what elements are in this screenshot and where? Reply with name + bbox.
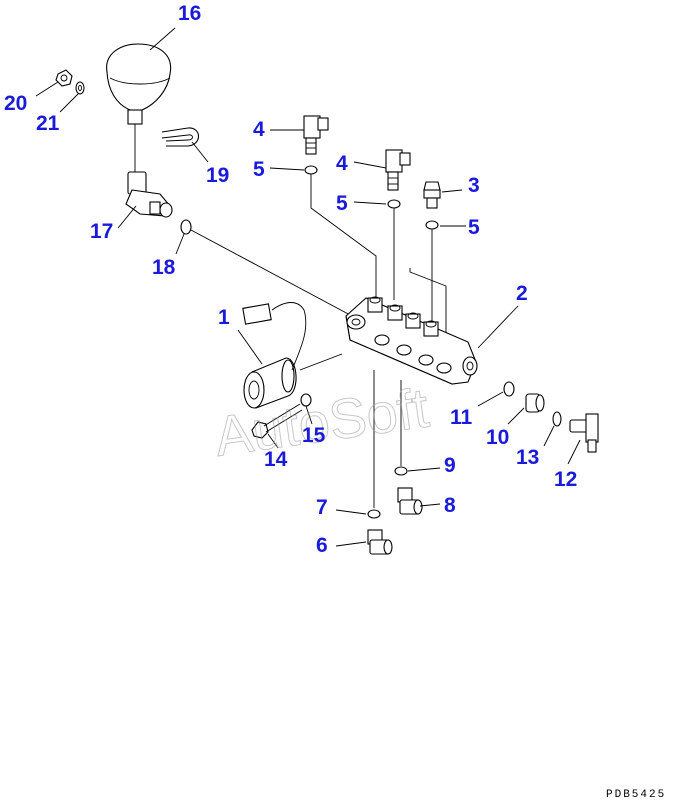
o-ring-18	[180, 219, 192, 235]
callout-14: 14	[264, 448, 288, 471]
callout-2: 2	[516, 282, 528, 305]
o-ring-7	[367, 509, 381, 519]
callout-6: 6	[316, 534, 328, 557]
bolt-14	[251, 403, 303, 439]
nut-20	[55, 69, 73, 87]
callout-4-lower: 4	[336, 152, 348, 175]
callout-20: 20	[4, 92, 27, 115]
callout-17: 17	[90, 220, 113, 243]
fitting-6	[367, 529, 393, 555]
washer-21	[75, 81, 85, 95]
o-ring-11	[503, 381, 515, 397]
callout-5-middle: 5	[336, 192, 348, 215]
callout-21: 21	[36, 112, 60, 135]
u-clip-19	[161, 127, 200, 147]
drawing-code: PDB5425	[606, 789, 666, 801]
assembly-lines	[190, 174, 447, 508]
plug-10	[525, 393, 545, 413]
callout-5-right: 5	[468, 216, 480, 239]
fitting-17	[125, 171, 173, 218]
fitting-8	[397, 487, 423, 515]
callout-10: 10	[486, 426, 509, 449]
o-ring-5-a	[304, 165, 318, 175]
fitting-4-upper	[303, 115, 329, 155]
knob-16	[106, 43, 172, 172]
callout-12: 12	[554, 468, 577, 491]
o-ring-5-c	[425, 220, 439, 230]
o-ring-9	[394, 466, 408, 476]
callout-3: 3	[468, 174, 480, 197]
callout-13: 13	[516, 446, 539, 469]
callout-11: 11	[450, 406, 473, 429]
callout-1: 1	[218, 306, 230, 329]
callout-9: 9	[444, 454, 456, 477]
leader-lines	[35, 27, 581, 547]
callout-19: 19	[206, 164, 229, 187]
callout-15: 15	[302, 424, 326, 447]
fitting-3	[423, 181, 441, 209]
callout-8: 8	[444, 494, 456, 517]
solenoid-1	[242, 302, 307, 409]
callout-labels: 16 20 21 19 17 18 4 5 4 5 3 5 2 1 11 10 …	[4, 2, 577, 557]
o-ring-5-b	[387, 199, 401, 209]
callout-18: 18	[152, 256, 176, 279]
callout-5-upper: 5	[253, 158, 265, 181]
valve-body-2	[345, 296, 478, 385]
callout-7: 7	[316, 496, 328, 519]
callout-16: 16	[178, 2, 201, 25]
fitting-4-lower	[385, 149, 411, 191]
o-ring-13	[552, 411, 562, 427]
fitting-12	[569, 413, 599, 453]
callout-4-upper: 4	[253, 118, 265, 141]
